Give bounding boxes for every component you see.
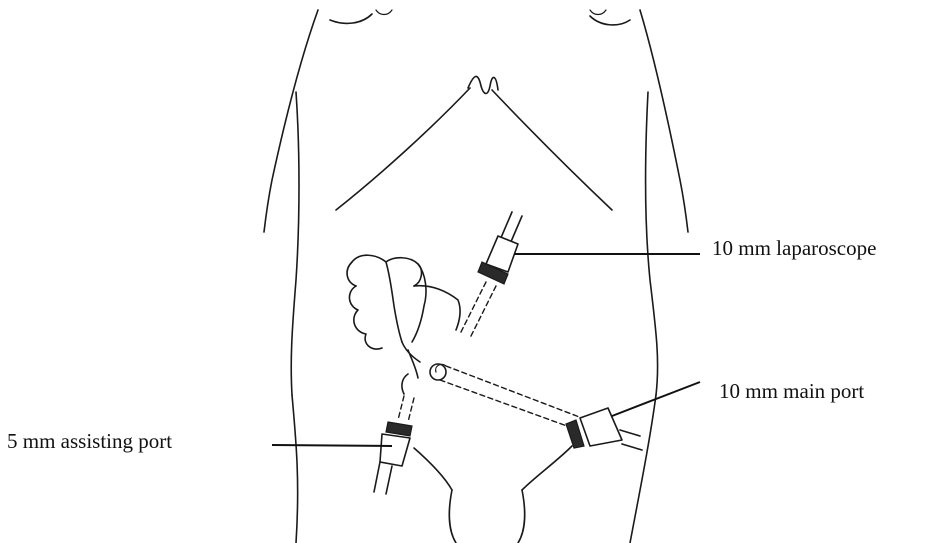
left-nipple <box>376 10 392 15</box>
colon-segment <box>352 255 421 286</box>
colon-segment <box>347 262 356 286</box>
right-nipple <box>590 10 606 15</box>
left-arm-outline <box>264 10 318 232</box>
laparoscope-cannula <box>470 286 496 338</box>
costal-margin-right <box>492 90 612 210</box>
main-port-tip <box>430 364 446 380</box>
left-groin-line <box>414 448 452 490</box>
colon-segment <box>414 286 460 330</box>
assisting-cannula <box>398 396 404 420</box>
main-port-cap <box>566 420 584 448</box>
laparoscope-cannula <box>460 282 486 334</box>
colon-segment <box>412 264 426 342</box>
assisting-shaft <box>386 466 392 494</box>
torso-outline <box>264 10 688 543</box>
laparoscope-port <box>460 212 522 338</box>
right-groin-line <box>522 446 572 490</box>
main-port-cannula <box>446 366 582 418</box>
appendix <box>408 350 418 378</box>
main-port-label: 10 mm main port <box>719 381 864 402</box>
assisting-port-label: 5 mm assisting port <box>7 431 172 452</box>
left-hip-outline <box>292 395 298 543</box>
assisting-grasper-jaw <box>402 374 408 394</box>
right-chest-outline <box>590 16 630 25</box>
main-port <box>430 364 642 450</box>
assisting-trocar <box>380 434 410 466</box>
laparoscope-label: 10 mm laparoscope <box>712 238 876 259</box>
left-chest-outline <box>330 14 372 23</box>
assisting-shaft <box>374 462 380 492</box>
main-port-cannula <box>440 380 578 430</box>
colon-segment <box>349 286 382 349</box>
groin-outline <box>414 446 572 543</box>
colon-illustration <box>347 255 460 378</box>
left-flank-outline <box>291 92 299 395</box>
costal-margin-left <box>336 88 470 210</box>
main-port-shaft <box>620 430 640 436</box>
assisting-port <box>374 374 414 494</box>
genital-outline <box>449 490 456 543</box>
right-hip-outline <box>630 395 656 543</box>
right-flank-outline <box>646 92 658 395</box>
laparoscope-shaft <box>500 212 512 240</box>
assisting-cap <box>386 422 412 436</box>
genital-outline <box>518 490 525 543</box>
assisting-cannula <box>408 398 414 422</box>
main-port-shaft <box>622 444 642 450</box>
assisting-port-leader-line <box>272 445 392 446</box>
laparoscope-shaft <box>510 216 522 244</box>
colon-segment <box>386 262 402 342</box>
